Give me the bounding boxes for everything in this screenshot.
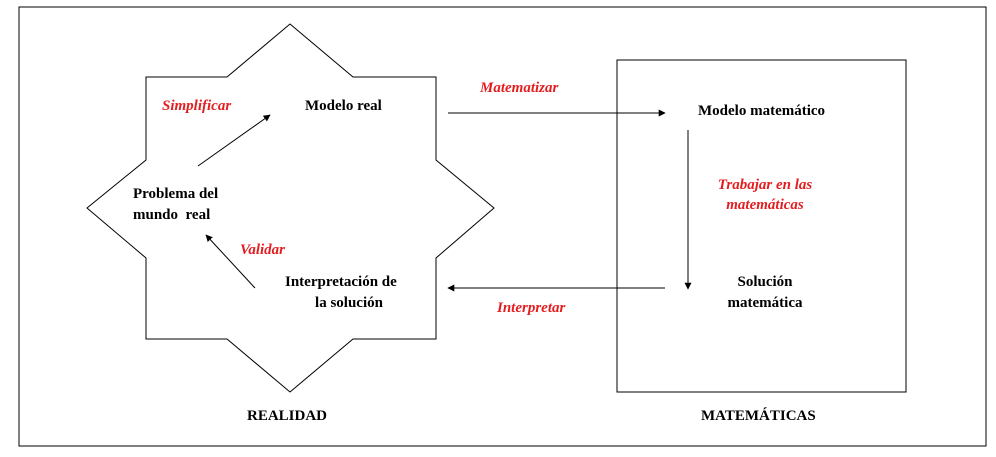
mathematics-box (616, 59, 907, 393)
real-model-label: Modelo real (305, 98, 382, 114)
interpretation-label-line2: la solución (315, 295, 383, 311)
mathematics-caption: MATEMÁTICAS (701, 408, 816, 424)
work-math-label-line1: Trabajar en las (717, 177, 813, 193)
math-solution-label-line1: Solución (737, 274, 793, 290)
validate-arrow (205, 234, 256, 289)
real-problem-label-line2: mundo real (133, 207, 211, 223)
validate-label: Validar (240, 242, 286, 258)
math-model-label: Modelo matemático (698, 103, 826, 119)
mathematize-label: Matematizar (480, 80, 559, 96)
work-math-label-line2: matemáticas (726, 197, 804, 213)
interpret-label: Interpretar (497, 300, 566, 316)
interpretation-label-line1: Interpretación de (285, 274, 397, 290)
simplify-arrow (197, 114, 271, 167)
math-solution-label-line2: matemática (727, 295, 803, 311)
outer-frame (18, 6, 987, 447)
simplify-label: Simplificar (162, 98, 232, 114)
real-problem-label-line1: Problema del (133, 186, 219, 202)
reality-caption: REALIDAD (247, 408, 328, 424)
reality-star-shape (86, 23, 495, 393)
